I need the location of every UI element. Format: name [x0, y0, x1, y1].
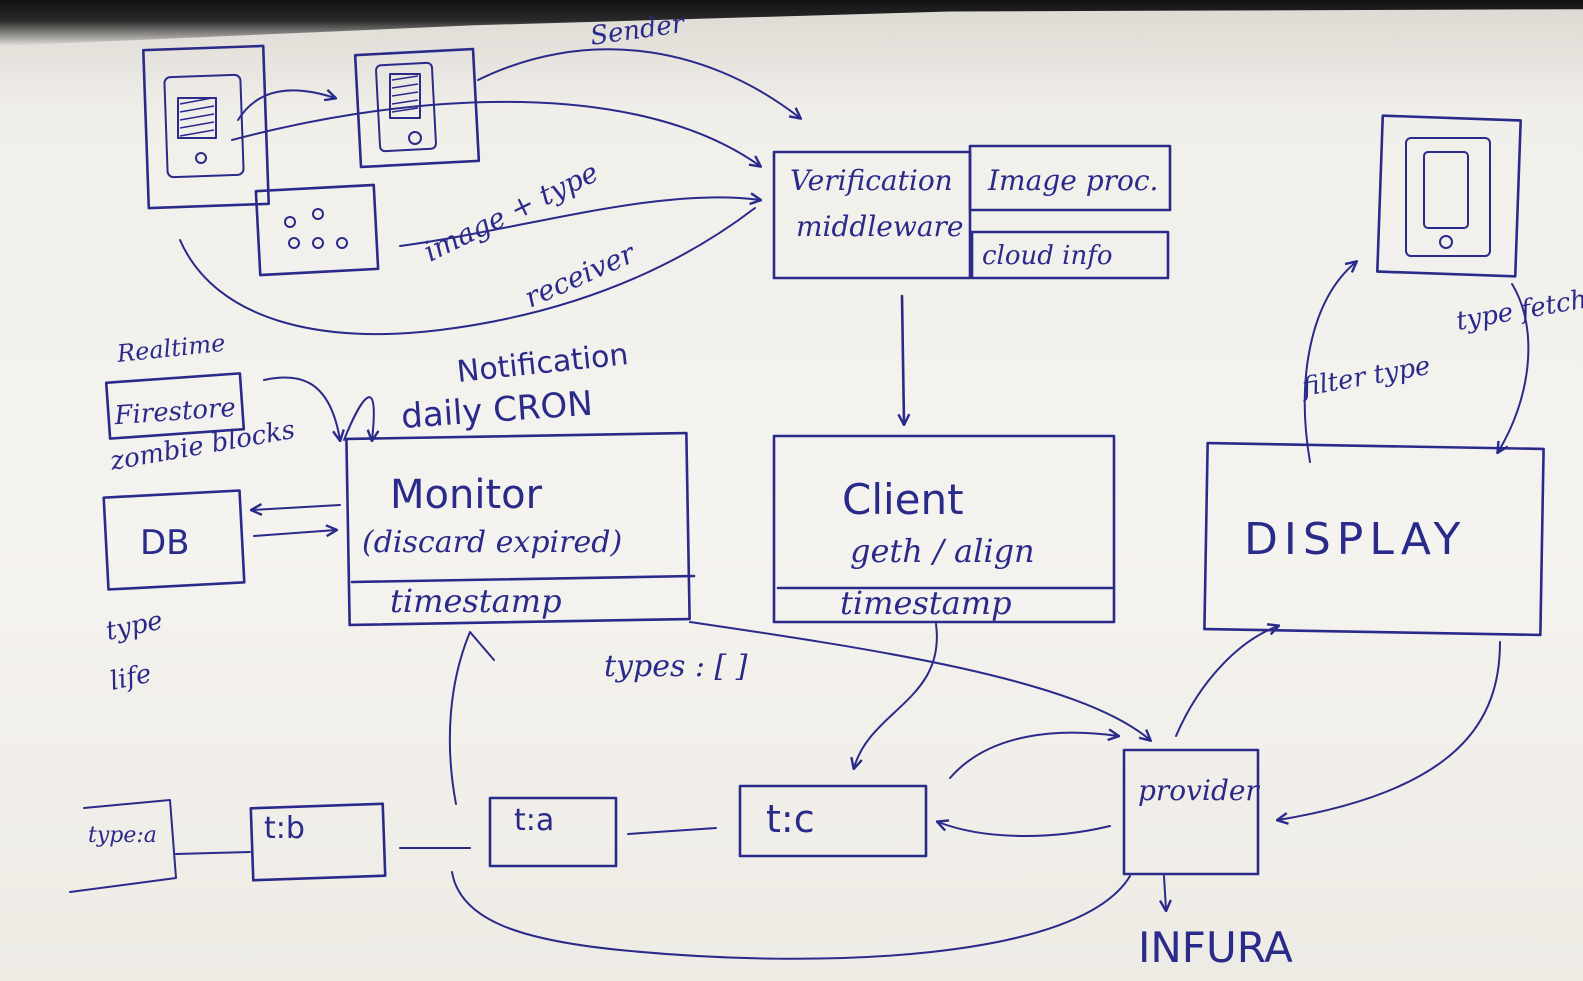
infura-label: INFURA: [1138, 923, 1293, 972]
arrow-to-verification-top: [231, 100, 760, 166]
client-timestamp-label: timestamp: [840, 584, 1012, 622]
realtime-label: Realtime: [115, 329, 227, 368]
arrow-sender: [477, 48, 800, 118]
daily-cron-label: daily CRON: [400, 384, 594, 437]
chain-link-1: [175, 851, 251, 855]
notification-label: Notification: [455, 337, 630, 390]
monitor-box: Monitor (discard expired) timestamp: [345, 431, 696, 627]
block-ta-label: t:a: [514, 803, 554, 838]
arrow-provider-to-tc: [938, 822, 1111, 837]
block-ta: t:a: [488, 796, 618, 868]
arrow-ta-to-monitor: [448, 631, 495, 805]
display-phone: [1376, 114, 1522, 278]
monitor-timestamp-label: timestamp: [390, 582, 562, 620]
arrow-client-to-tc: [854, 623, 938, 768]
block-type-a-left: type:a: [69, 799, 177, 893]
cloud-info-label: cloud info: [982, 241, 1113, 271]
block-type-a-label: type:a: [88, 823, 157, 848]
arrow-monitor-to-db: [252, 505, 341, 510]
sender-phone-1: [141, 44, 271, 210]
life-check-label: life: [107, 659, 154, 697]
cloud-info-box: cloud info: [970, 230, 1170, 280]
arrow-provider-to-display: [1175, 626, 1278, 737]
geth-align-label: geth / align: [850, 532, 1035, 570]
client-box: Client geth / align timestamp: [772, 434, 1116, 624]
arrow-provider-to-infura: [1164, 875, 1166, 910]
block-tc: t:c: [738, 784, 928, 858]
arrow-phone-to-display: [1498, 283, 1530, 452]
arrow-verification-to-client: [902, 294, 904, 424]
verification-middleware-box: Verification middleware: [772, 150, 972, 280]
arrow-display-to-phone: [1303, 262, 1356, 463]
image-type-label: image + type: [419, 156, 604, 269]
display-label: DISPLAY: [1244, 514, 1466, 565]
types-label: types : [ ]: [604, 649, 748, 684]
image-proc-label: Image proc.: [987, 164, 1158, 197]
middleware-label: middleware: [796, 210, 964, 243]
arrow-monitor-to-provider: [689, 621, 1150, 740]
arrow-db-to-monitor: [253, 530, 336, 536]
arrow-notification-to-monitor: [343, 396, 374, 440]
arrow-display-to-provider: [1278, 641, 1501, 820]
client-label: Client: [842, 475, 964, 524]
arrow-tc-to-provider: [949, 733, 1118, 779]
arrow-receiver-loop: [179, 207, 756, 336]
receiver-label: receiver: [519, 236, 641, 314]
block-tb: t:b: [249, 802, 387, 882]
payment-device: [254, 183, 380, 277]
sender-phone-2: [353, 47, 481, 169]
chain-link-3: [627, 827, 717, 835]
image-processing-box: Image proc.: [968, 144, 1172, 212]
arrow-phone-to-phone: [237, 90, 335, 121]
firestore-label: Firestore: [113, 393, 237, 431]
provider-label: provider: [1138, 774, 1260, 807]
arrow-image-type: [399, 197, 760, 247]
provider-box: provider: [1122, 748, 1260, 876]
arrow-firestore-to-monitor: [263, 376, 340, 440]
block-tc-label: t:c: [766, 797, 815, 841]
discard-expired-label: (discard expired): [362, 525, 622, 560]
sender-label: Sender: [588, 9, 687, 52]
monitor-label: Monitor: [390, 472, 543, 518]
block-tb-label: t:b: [264, 811, 305, 846]
filter-type-label: filter type: [1298, 351, 1433, 403]
display-box: DISPLAY: [1203, 441, 1545, 637]
db-box: DB: [102, 489, 246, 591]
type-fetch-label: type fetch: [1454, 284, 1583, 337]
db-label: DB: [140, 523, 190, 563]
arrow-provider-loop: [451, 871, 1131, 960]
verification-label: Verification: [790, 164, 953, 197]
type-check-label: type: [103, 606, 165, 647]
